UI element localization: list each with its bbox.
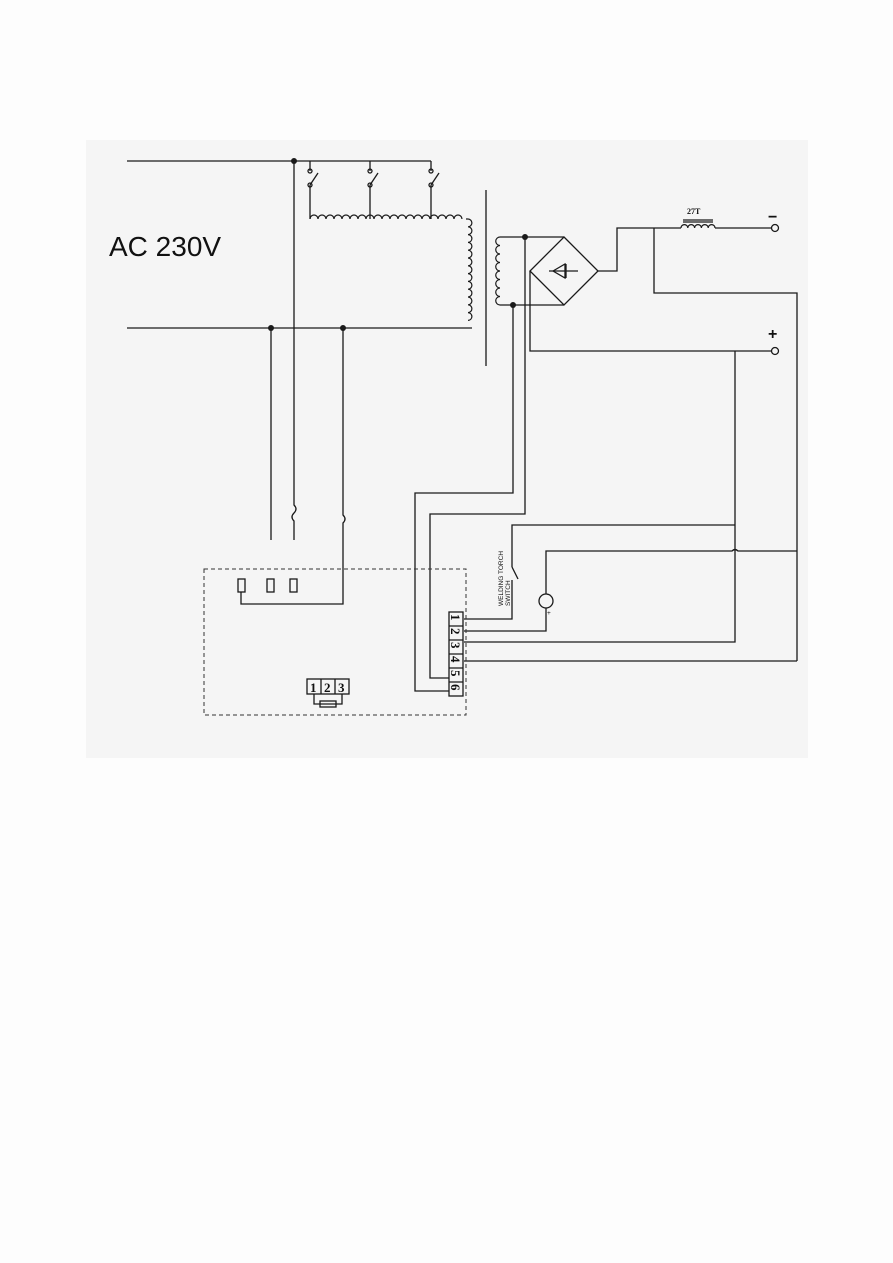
supply-voltage-label: AC 230V: [109, 231, 221, 262]
terminal-2: 2: [448, 628, 463, 635]
bridge-rectifier: [529, 236, 599, 306]
terminal-6: 6: [448, 684, 463, 691]
secondary-to-strip-wires: [414, 237, 526, 692]
choke-inductor: [680, 219, 716, 229]
terminal-4: 4: [448, 656, 463, 663]
control-board-connectors: [237, 578, 298, 593]
pot-pin-3: 3: [338, 680, 345, 695]
mains-to-control-wires: [240, 161, 346, 605]
transformer-secondary-winding: [495, 236, 501, 306]
terminal-3: 3: [448, 642, 463, 649]
terminal-5: 5: [448, 670, 463, 677]
negative-terminal-label: −: [768, 209, 777, 226]
positive-output-terminal[interactable]: +: [768, 326, 780, 356]
torch-switch-label-1: WELDING TORCH: [498, 551, 505, 606]
dc-output-wiring: [529, 227, 798, 661]
terminal-1: 1: [448, 614, 463, 621]
motor-minus-label: −: [547, 592, 551, 599]
negative-output-terminal[interactable]: −: [768, 209, 780, 233]
pot-pin-2: 2: [324, 680, 331, 695]
motor-plus-label: +: [547, 610, 551, 617]
terminal-strip: [448, 611, 464, 697]
potentiometer: [306, 678, 350, 708]
positive-terminal-label: +: [768, 326, 777, 343]
wire-feed-motor: [464, 548, 797, 662]
pot-pin-1: 1: [310, 680, 317, 695]
choke-label: 27T: [687, 207, 701, 216]
torch-switch-label-2: SWITCH: [505, 580, 512, 606]
welding-torch-switch[interactable]: [464, 351, 736, 643]
schematic-panel: [86, 140, 808, 758]
control-board-outline: [203, 568, 467, 716]
transformer-primary-winding: [309, 214, 473, 321]
tap-selector-switches: [307, 161, 440, 219]
